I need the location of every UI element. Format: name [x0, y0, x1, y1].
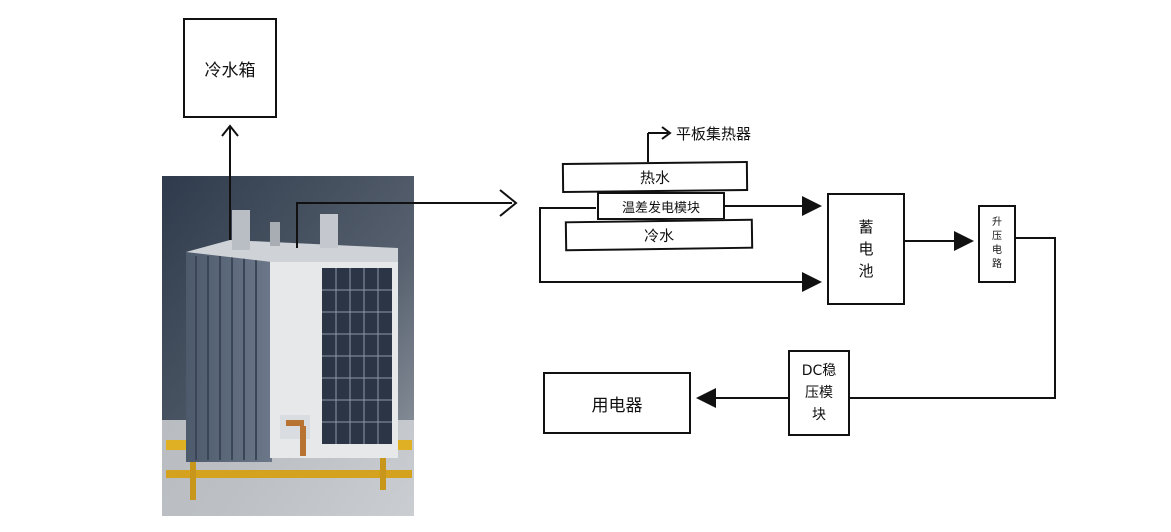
flat-collector-label: 平板集热器 — [676, 125, 752, 143]
arrow-photo-to-teg — [296, 202, 512, 248]
water-heater-photo — [162, 176, 414, 516]
battery-label: 蓄 电 池 — [858, 218, 874, 280]
boost-circuit-box: 升 压 电 路 — [978, 205, 1016, 283]
cold-tank-box: 冷水箱 — [183, 18, 277, 118]
dc-regulator-box: DC稳 压模 块 — [788, 350, 850, 436]
cold-water-box: 冷水 — [564, 218, 754, 252]
line-loop-to-battery — [539, 207, 822, 292]
hot-water-label: 热水 — [639, 168, 671, 187]
battery-box: 蓄 电 池 — [827, 193, 905, 305]
dc-regulator-label: DC稳 压模 块 — [801, 363, 837, 423]
cold-tank-label: 冷水箱 — [204, 60, 256, 81]
teg-module-label: 温差发电模块 — [621, 200, 700, 216]
boost-circuit-label: 升 压 电 路 — [992, 217, 1002, 270]
appliance-box: 用电器 — [543, 372, 691, 434]
hot-water-box: 热水 — [561, 161, 749, 193]
cold-water-label: 冷水 — [643, 226, 675, 245]
appliance-label: 用电器 — [591, 395, 643, 416]
teg-module-box: 温差发电模块 — [597, 192, 725, 220]
line-boost-to-dc — [850, 237, 1056, 399]
